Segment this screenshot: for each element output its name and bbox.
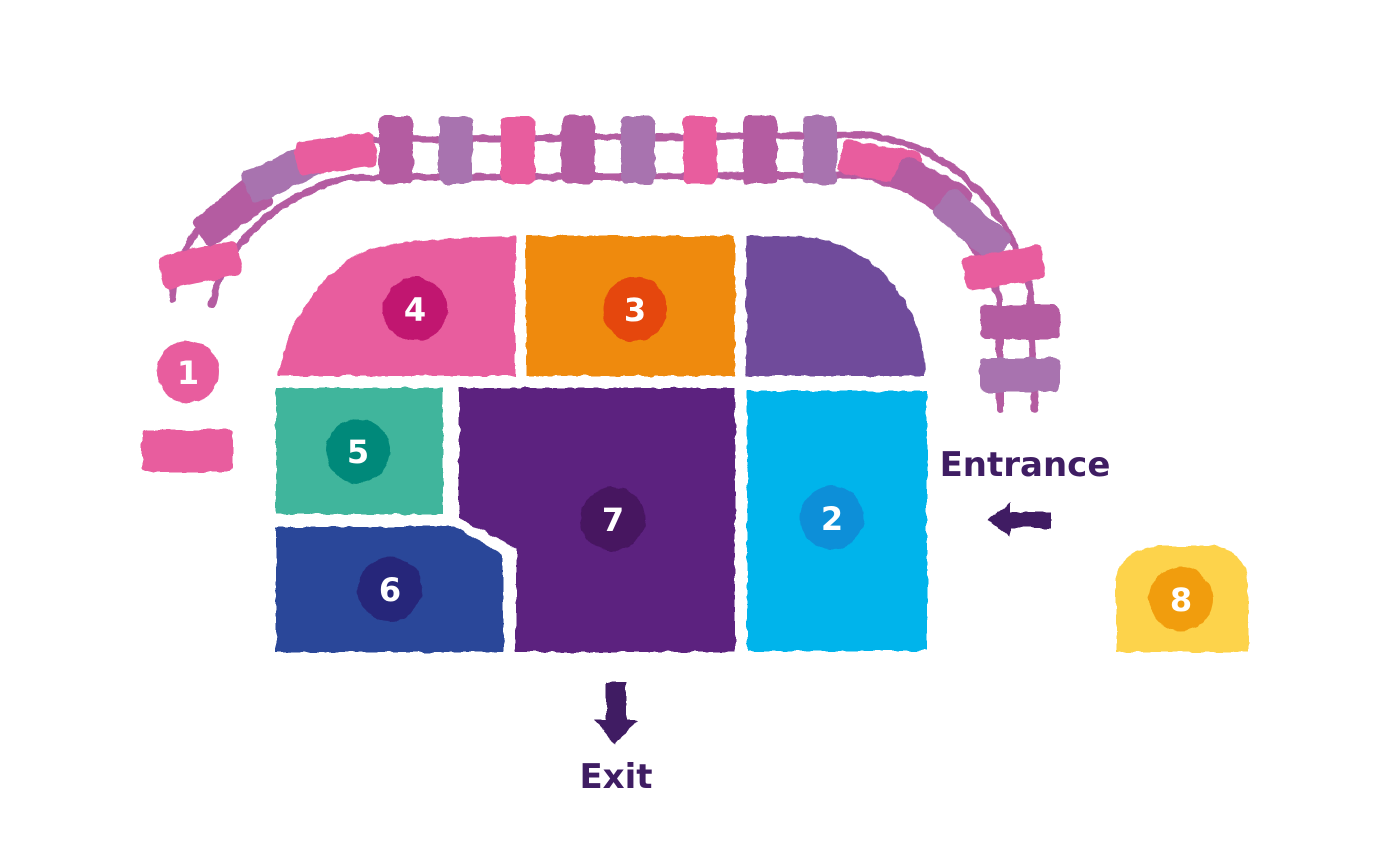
seating-arc [158, 116, 1060, 414]
chair-seat [743, 116, 777, 184]
chair-seat [294, 132, 378, 176]
chair-seat [683, 116, 717, 184]
chair-seat [621, 116, 655, 184]
zone-5-badge[interactable]: 5 [326, 419, 390, 483]
chair-seat [501, 116, 535, 184]
zone-purple-block [746, 236, 925, 376]
chair-seat [439, 116, 473, 184]
zone-6-number: 6 [379, 571, 401, 609]
zone-8-badge[interactable]: 8 [1149, 567, 1213, 631]
zone-3-number: 3 [624, 291, 646, 329]
zone-5-number: 5 [347, 433, 369, 471]
entrance-label: Entrance [940, 445, 1111, 485]
zone-4-badge[interactable]: 4 [383, 277, 447, 341]
arrow-left-icon [988, 503, 1052, 537]
zone-4-number: 4 [404, 291, 426, 329]
zone-2-number: 2 [821, 500, 843, 538]
zone-7-badge[interactable]: 7 [581, 487, 645, 551]
zone-1-badge[interactable]: 1 [157, 341, 219, 403]
zone-6-badge[interactable]: 6 [358, 557, 422, 621]
chair-seat [379, 116, 413, 184]
chair-seat [980, 358, 1060, 392]
zone-7-number: 7 [602, 501, 624, 539]
chair-seat [158, 241, 242, 289]
chair-seat [932, 188, 1012, 262]
zone-2-badge[interactable]: 2 [800, 486, 864, 550]
chair-seat [980, 305, 1060, 339]
zone-1-seat [142, 430, 233, 472]
chair-seat [561, 116, 595, 184]
exit-label: Exit [579, 757, 652, 797]
chair-seat [962, 245, 1046, 291]
chair-seat [803, 116, 837, 184]
seating-rail [168, 131, 1039, 414]
arrow-down-icon [594, 682, 638, 745]
zone-3-badge[interactable]: 3 [603, 277, 667, 341]
zone-1-number: 1 [177, 354, 199, 392]
zone-8-number: 8 [1170, 581, 1192, 619]
